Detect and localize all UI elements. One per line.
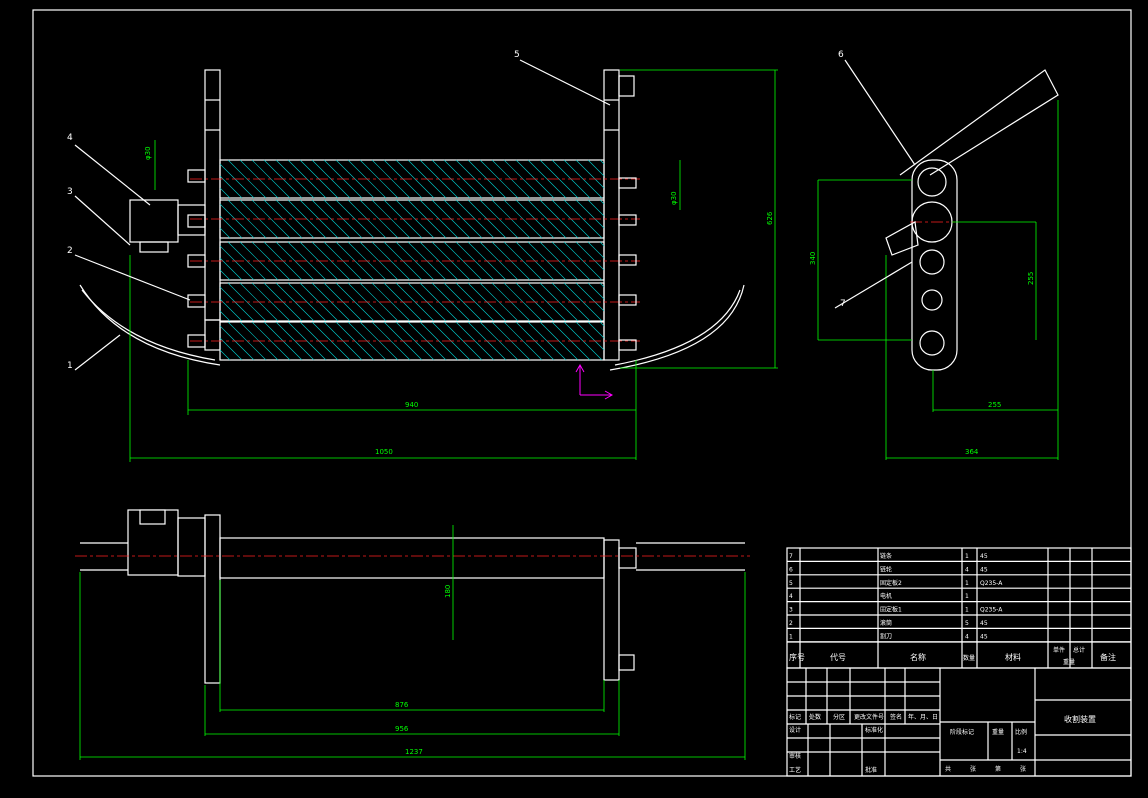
front-view: 940 1050 626 φ30 φ30 4 3 2 1 5 xyxy=(67,50,778,462)
balloon-4: 4 xyxy=(67,133,73,143)
bom-cell-no: 5 xyxy=(789,580,793,587)
bom-header-code: 代号 xyxy=(830,652,846,662)
balloon-1: 1 xyxy=(67,361,73,371)
bom-header-total: 总计 xyxy=(1073,646,1085,654)
roller-5 xyxy=(190,321,640,361)
tb-process: 工艺 xyxy=(789,766,801,774)
roller-2 xyxy=(190,199,640,239)
bom-row: 3 固定板1 1 Q235-A xyxy=(789,606,1003,614)
tb-approve: 批准 xyxy=(865,766,877,774)
bom-cell-mat: 45 xyxy=(980,620,988,627)
dim-top-overall: 1237 xyxy=(405,748,423,756)
bom-cell-qty: 1 xyxy=(965,580,969,587)
bom-row: 5 固定板2 1 Q235-A xyxy=(789,579,1003,587)
tb-weight: 重量 xyxy=(992,728,1004,736)
dim-small-a: φ30 xyxy=(144,146,152,160)
dim-top-a: 876 xyxy=(395,701,409,709)
tb-ratio: 比例 xyxy=(1015,728,1027,736)
bom-row: 7 链条 1 45 xyxy=(789,552,988,560)
bom-header-mat: 材料 xyxy=(1005,652,1021,662)
tb-zone: 分区 xyxy=(833,713,845,721)
bom-cell-qty: 4 xyxy=(965,566,969,573)
balloon-6: 6 xyxy=(838,50,844,60)
bom-cell-qty: 1 xyxy=(965,593,969,600)
bom-cell-name: 滚筒 xyxy=(880,619,892,627)
bom-header-no: 序号 xyxy=(789,652,805,662)
dim-side-height-b: 255 xyxy=(1027,272,1035,285)
tb-total-sheets: 共 xyxy=(945,765,951,773)
tb-page2: 张 xyxy=(1020,765,1026,773)
bom-cell-no: 3 xyxy=(789,607,793,614)
drawing-title: 收割装置 xyxy=(1064,714,1096,724)
tb-page: 第 xyxy=(995,765,1001,773)
bom-header-remark: 备注 xyxy=(1100,652,1116,662)
bom-cell-no: 1 xyxy=(789,633,793,640)
bom-header-weight: 重量 xyxy=(1063,658,1075,666)
balloon-2: 2 xyxy=(67,246,73,256)
bom-cell-no: 7 xyxy=(789,553,793,560)
bom-cell-mat: 45 xyxy=(980,553,988,560)
roller-4 xyxy=(190,282,640,322)
bom-cell-mat: 45 xyxy=(980,633,988,640)
roller-1 xyxy=(190,159,640,199)
tb-count: 处数 xyxy=(809,713,821,721)
bom-cell-no: 6 xyxy=(789,566,793,573)
bom-cell-mat: Q235-A xyxy=(980,607,1003,614)
bom-cell-name: 割刀 xyxy=(880,632,892,640)
bom-row: 6 链轮 4 45 xyxy=(789,565,988,573)
dim-side-width-a: 255 xyxy=(988,401,1001,409)
bom-cell-name: 链条 xyxy=(880,552,892,560)
balloon-3: 3 xyxy=(67,187,73,197)
bom-cell-name: 链轮 xyxy=(880,565,892,573)
dim-front-overall: 1050 xyxy=(375,448,393,456)
bom-cell-qty: 5 xyxy=(965,620,969,627)
tb-scale: 1:4 xyxy=(1017,748,1027,755)
bom-cell-no: 2 xyxy=(789,620,793,627)
tb-date: 年、月、日 xyxy=(908,713,938,721)
bom-cell-name: 电机 xyxy=(880,592,892,600)
bom-cell-mat: Q235-A xyxy=(980,580,1003,587)
dim-top-height: 180 xyxy=(444,585,452,598)
bom-cell-qty: 1 xyxy=(965,553,969,560)
drawing-frame xyxy=(32,9,1132,777)
title-block: 标记 处数 分区 更改文件号 签名 年、月、日 设计 标准化 阶段标记 重量 比… xyxy=(786,667,1132,777)
bom-header-name: 名称 xyxy=(910,652,926,662)
bom-cell-no: 4 xyxy=(789,593,793,600)
bom-cell-qty: 1 xyxy=(965,607,969,614)
bom-cell-qty: 4 xyxy=(965,633,969,640)
bom-row: 2 滚筒 5 45 xyxy=(789,619,988,627)
tb-marks: 标记 xyxy=(789,713,801,721)
balloon-7: 7 xyxy=(840,299,846,309)
side-view: 340 255 255 364 6 7 xyxy=(809,50,1059,460)
tb-standardize: 标准化 xyxy=(865,726,883,734)
dim-small-b: φ30 xyxy=(670,191,678,205)
bom-header-single: 单件 xyxy=(1053,646,1065,654)
tb-review: 审核 xyxy=(789,752,801,760)
bom-cell-name: 固定板2 xyxy=(880,579,902,587)
top-view: 180 876 956 1237 xyxy=(75,509,750,760)
tb-design: 设计 xyxy=(789,726,801,734)
dim-front-height: 626 xyxy=(766,211,774,225)
bom-row: 4 电机 1 xyxy=(789,592,969,600)
dim-front-inner: 940 xyxy=(405,401,418,409)
dim-side-width-b: 364 xyxy=(965,448,979,456)
bom-row: 1 割刀 4 45 xyxy=(789,632,988,640)
bom-cell-name: 固定板1 xyxy=(880,606,902,614)
tb-sheet: 张 xyxy=(970,765,976,773)
roller-3 xyxy=(190,241,640,281)
balloon-5: 5 xyxy=(514,50,520,60)
dim-top-b: 956 xyxy=(395,725,409,733)
tb-stage-mark: 阶段标记 xyxy=(950,728,974,736)
motor-body xyxy=(129,199,179,243)
tb-change-doc: 更改文件号 xyxy=(854,713,884,721)
tb-sign: 签名 xyxy=(890,713,902,721)
bom-cell-mat: 45 xyxy=(980,566,988,573)
bom-header-qty: 数量 xyxy=(963,654,975,662)
dim-side-height-a: 340 xyxy=(809,252,817,265)
